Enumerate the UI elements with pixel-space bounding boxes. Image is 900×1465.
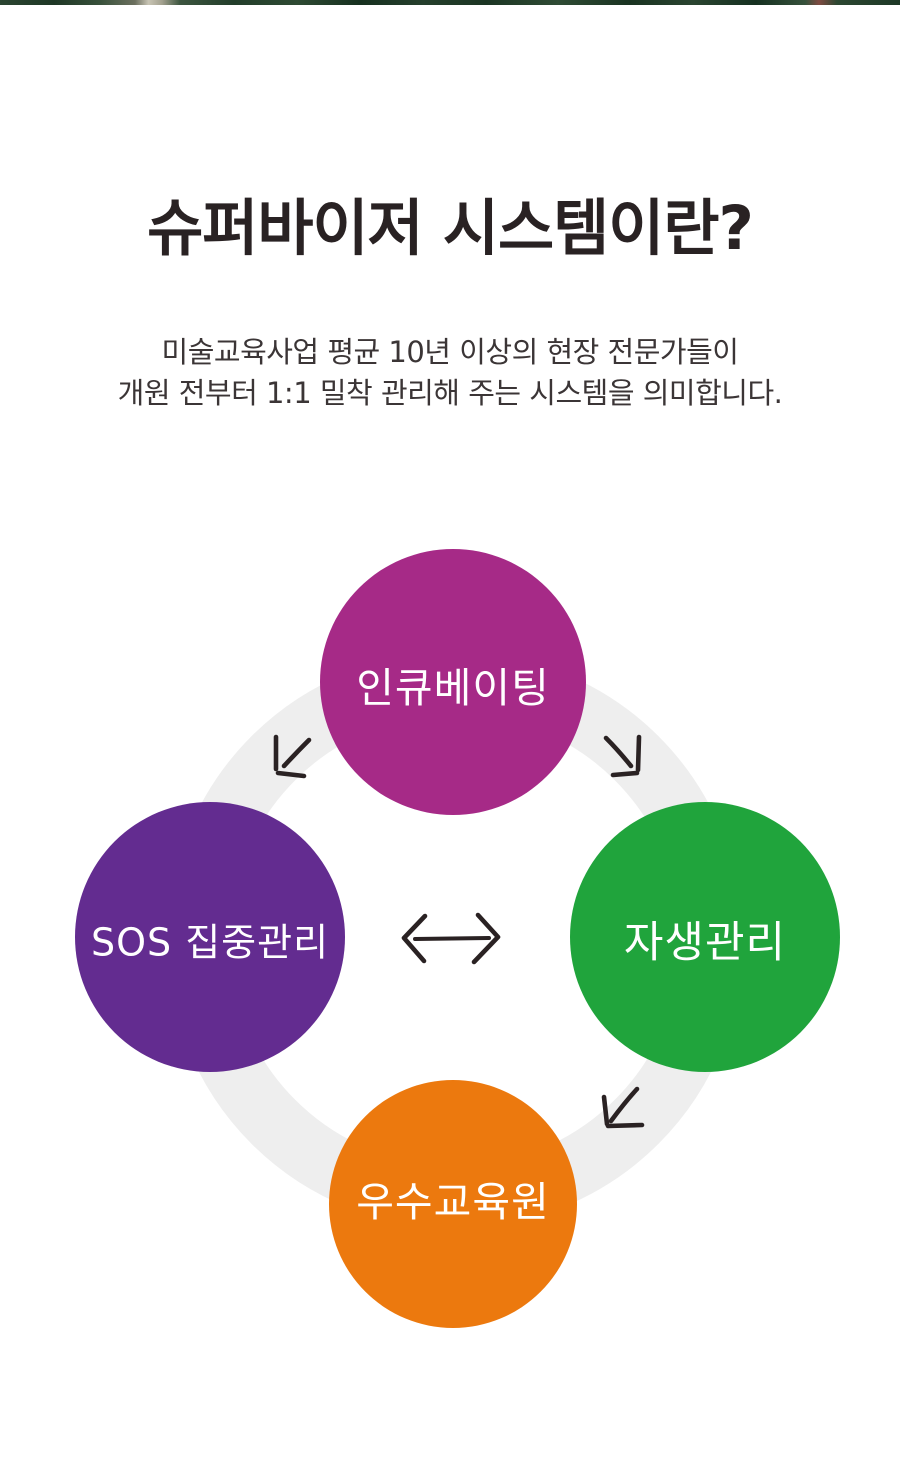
node-label-excellent-center: 우수교육원	[356, 1178, 550, 1226]
node-circle-incubating	[320, 549, 586, 815]
arrow-down-left-icon	[273, 734, 312, 779]
node-circle-sos-care	[75, 802, 345, 1072]
arrow-down-right-icon	[603, 734, 642, 778]
section-description: 미술교육사업 평균 10년 이상의 현장 전문가들이 개원 전부터 1:1 밀착…	[0, 332, 900, 414]
section-description-line2: 개원 전부터 1:1 밀착 관리해 주는 시스템을 의미합니다.	[117, 376, 783, 410]
top-image-edge	[0, 0, 900, 5]
node-label-incubating: 인큐베이팅	[356, 664, 550, 712]
section-description-line1: 미술교육사업 평균 10년 이상의 현장 전문가들이	[161, 335, 739, 369]
arrow-double-horizontal-icon	[401, 912, 501, 965]
node-label-sos-care: SOS 집중관리	[90, 920, 330, 965]
node-label-self-management: 자생관리	[623, 918, 787, 968]
arrow-down-left-icon	[601, 1086, 645, 1129]
node-circle-self-management	[570, 802, 840, 1072]
section-title: 슈퍼바이저 시스템이란?	[147, 192, 754, 264]
node-circle-excellent-center	[329, 1080, 577, 1328]
arrow-strokes	[273, 734, 645, 1129]
